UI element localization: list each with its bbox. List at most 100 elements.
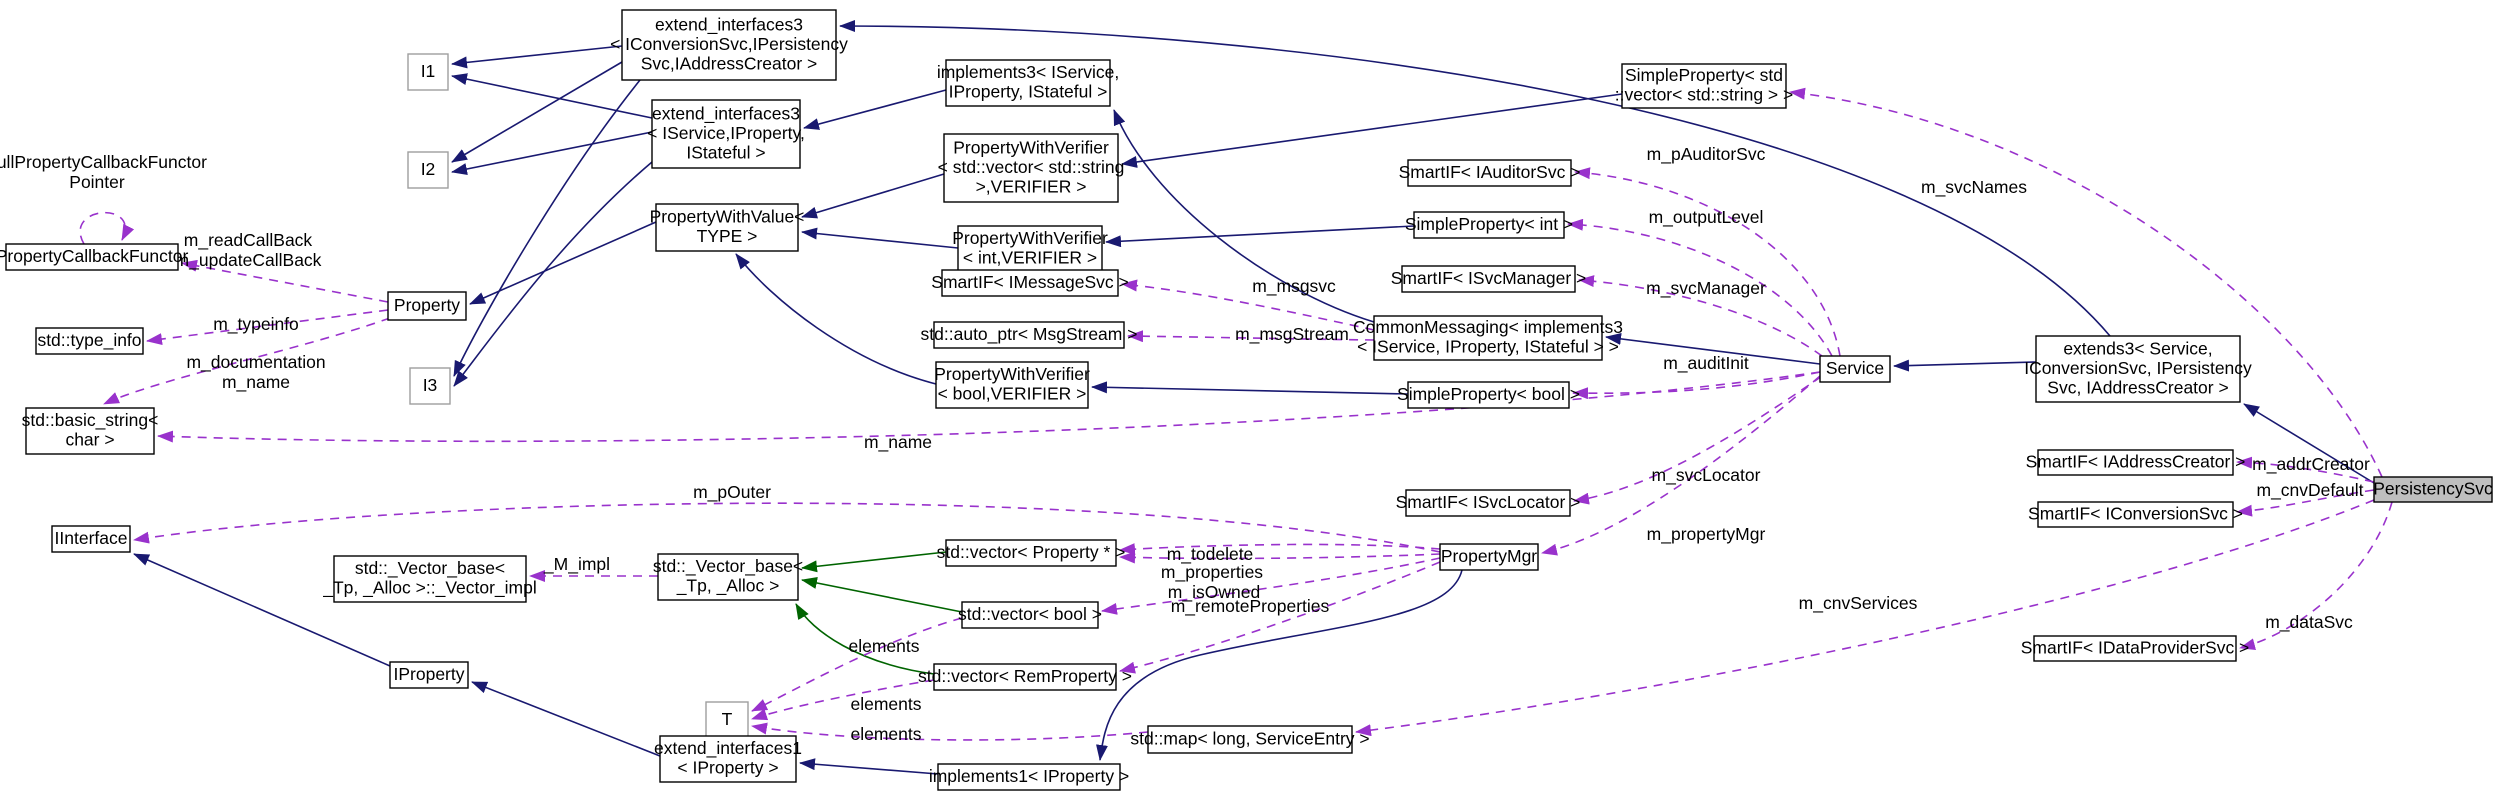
- node-smartif_loc-label: SmartIF< ISvcLocator >: [1396, 492, 1581, 512]
- node-extends3-label: IConversionSvc, IPersistency: [2024, 358, 2252, 378]
- node-i1: I1: [407, 53, 449, 91]
- node-typeinfo[interactable]: std::type_info: [35, 327, 144, 355]
- edge-sprop_bool-to-pwv_bool: [1091, 381, 1409, 395]
- edge-vec_prop-to-vecbase: [801, 551, 947, 573]
- edge-extends3-to-service: [1893, 359, 2037, 372]
- edge-pwv_bool-to-pwvalue: [735, 253, 937, 385]
- node-vec_prop[interactable]: std::vector< Property * >: [937, 539, 1126, 567]
- edge-label-m-svcmanager: m_svcManager: [1646, 278, 1766, 299]
- node-iproperty[interactable]: IProperty: [389, 661, 469, 689]
- node-ei3_svc[interactable]: extend_interfaces3< IService,IProperty,I…: [647, 99, 805, 169]
- node-pwv_bool-label: < bool,VERIFIER >: [938, 384, 1087, 404]
- edge-label-m-svclocator: m_svcLocator: [1652, 465, 1761, 486]
- node-smartif_dp[interactable]: SmartIF< IDataProviderSvc >: [2021, 635, 2250, 662]
- node-pwv_vec-label: >,VERIFIER >: [976, 176, 1087, 196]
- node-smartif_svcmgr[interactable]: SmartIF< ISvcManager >: [1391, 265, 1587, 293]
- node-typeinfo-label: std::type_info: [37, 330, 141, 351]
- edge-sprop_int-to-pwv_int: [1105, 225, 1415, 248]
- edge-service-to-commonmsg: [1605, 332, 1821, 365]
- node-impl1[interactable]: implements1< IProperty >: [929, 763, 1129, 791]
- node-pwvalue[interactable]: PropertyWithValue<TYPE >: [650, 203, 805, 252]
- edge-prop-to-pcbf: [181, 259, 389, 303]
- node-tbox: T: [705, 701, 749, 739]
- node-pwv_vec-label: PropertyWithVerifier: [953, 137, 1109, 157]
- edge-extends3-to-ei3_conv: [839, 20, 2111, 337]
- node-prop[interactable]: Property: [387, 291, 467, 321]
- edge-label-m-msgsvc: m_msgsvc: [1252, 276, 1336, 297]
- node-sprop_vec-label: SimpleProperty< std: [1625, 65, 1783, 85]
- node-vecbase[interactable]: std::_Vector_base<_Tp, _Alloc >: [653, 553, 803, 601]
- node-propmgr[interactable]: PropertyMgr: [1439, 543, 1539, 571]
- node-iproperty-label: IProperty: [394, 664, 465, 684]
- node-impl3[interactable]: implements3< IService,IProperty, IStatef…: [937, 59, 1119, 107]
- node-sprop_vec[interactable]: SimpleProperty< std::vector< std::string…: [1615, 63, 1794, 109]
- node-pwv_vec[interactable]: PropertyWithVerifier< std::vector< std::…: [938, 133, 1125, 203]
- edge-ei3_svc-to-i1: [451, 73, 653, 119]
- node-ei3_conv[interactable]: extend_interfaces3< IConversionSvc,IPers…: [610, 9, 848, 81]
- node-pwv_vec-label: < std::vector< std::string: [938, 157, 1125, 177]
- node-smartif_msg[interactable]: SmartIF< IMessageSvc >: [931, 269, 1129, 297]
- edge-commonmsg-to-smartif_msg: [1121, 279, 1375, 331]
- node-basicstring[interactable]: std::basic_string<char >: [22, 407, 159, 455]
- node-pcbf[interactable]: PropertyCallbackFunctor: [0, 243, 188, 271]
- node-persistencysvc-label: PersistencySvc: [2373, 478, 2493, 498]
- edge-prop-to-typeinfo: [146, 309, 389, 346]
- node-smartif_conv[interactable]: SmartIF< IConversionSvc >: [2028, 501, 2243, 528]
- edge-persistencysvc-to-smartif_conv: [2236, 489, 2375, 517]
- node-pwv_bool-label: PropertyWithVerifier: [934, 364, 1090, 384]
- node-ei3_conv-label: extend_interfaces3: [655, 14, 803, 35]
- node-svcmap[interactable]: std::map< long, ServiceEntry >: [1130, 725, 1370, 754]
- node-vecimpl-label: _Tp, _Alloc >::_Vector_impl: [322, 578, 537, 599]
- edge-vec_rem-to-tbox: [751, 679, 935, 721]
- edge-pcbf-to-pcbf: [79, 211, 135, 245]
- node-ei1[interactable]: extend_interfaces1< IProperty >: [654, 735, 802, 783]
- edge-label-layer: nullPropertyCallbackFunctorPointerm_read…: [0, 144, 2370, 744]
- node-sprop_int[interactable]: SimpleProperty< int >: [1405, 211, 1573, 239]
- node-pwv_int-label: PropertyWithVerifier: [952, 228, 1108, 248]
- node-vecimpl[interactable]: std::_Vector_base<_Tp, _Alloc >::_Vector…: [322, 555, 537, 603]
- node-i2-label: I2: [421, 159, 436, 179]
- edge-label-m-pouter: m_pOuter: [693, 482, 771, 503]
- node-iinterface[interactable]: IInterface: [51, 525, 131, 553]
- node-smartif_loc[interactable]: SmartIF< ISvcLocator >: [1396, 489, 1581, 517]
- edge-service-to-sprop_int: [1567, 218, 1833, 357]
- node-prop-label: Property: [394, 295, 460, 315]
- edge-pwvalue-to-prop: [469, 221, 657, 305]
- edge-label-m-addrcreator: m_addrCreator: [2252, 454, 2370, 475]
- edge-label--m-impl: _M_impl: [543, 554, 610, 575]
- node-vec_rem[interactable]: std::vector< RemProperty >: [918, 663, 1132, 691]
- node-service[interactable]: Service: [1819, 355, 1891, 383]
- node-pwv_int[interactable]: PropertyWithVerifier< int,VERIFIER >: [952, 225, 1108, 273]
- node-propmgr-label: PropertyMgr: [1441, 546, 1537, 566]
- node-vec_bool[interactable]: std::vector< bool >: [958, 601, 1102, 629]
- node-commonmsg[interactable]: CommonMessaging< implements3< IService, …: [1353, 315, 1623, 361]
- node-extends3-label: Svc, IAddressCreator >: [2047, 377, 2228, 397]
- edge-vec_bool-to-tbox: [751, 617, 963, 712]
- node-pwv_int-label: < int,VERIFIER >: [963, 248, 1097, 268]
- node-impl1-label: implements1< IProperty >: [929, 766, 1129, 786]
- node-ei1-label: < IProperty >: [677, 758, 778, 778]
- node-smartif_aud[interactable]: SmartIF< IAuditorSvc >: [1399, 159, 1581, 187]
- edge-vec_bool-to-vecbase: [801, 577, 963, 613]
- edge-label-elements: elements: [850, 724, 921, 744]
- edge-pwv_int-to-pwvalue: [801, 227, 959, 249]
- node-autoptr[interactable]: std::auto_ptr< MsgStream >: [921, 321, 1138, 349]
- node-pwv_bool[interactable]: PropertyWithVerifier< bool,VERIFIER >: [934, 361, 1090, 409]
- edge-propmgr-to-vec_bool: [1101, 557, 1441, 615]
- edge-label-m-updatecallback: m_updateCallBack: [175, 250, 322, 271]
- node-sprop_bool[interactable]: SimpleProperty< bool >: [1397, 381, 1580, 409]
- edge-pwv_vec-to-pwvalue: [801, 173, 945, 219]
- node-sprop_bool-label: SimpleProperty< bool >: [1397, 384, 1580, 404]
- edge-prop-to-basicstring: [103, 317, 391, 405]
- edge-propmgr-to-vec_prop: [1119, 543, 1441, 556]
- node-service-label: Service: [1826, 358, 1884, 378]
- node-vec_bool-label: std::vector< bool >: [958, 604, 1102, 624]
- node-smartif_addr[interactable]: SmartIF< IAddressCreator >: [2026, 449, 2246, 476]
- edge-ei1-to-iproperty: [471, 681, 661, 757]
- node-vec_prop-label: std::vector< Property * >: [937, 542, 1126, 562]
- node-vecbase-label: _Tp, _Alloc >: [676, 576, 780, 597]
- node-extends3-label: extends3< Service,: [2063, 338, 2212, 358]
- edge-label-m-datasvc: m_dataSvc: [2265, 612, 2353, 633]
- node-extends3[interactable]: extends3< Service,IConversionSvc, IPersi…: [2024, 335, 2252, 403]
